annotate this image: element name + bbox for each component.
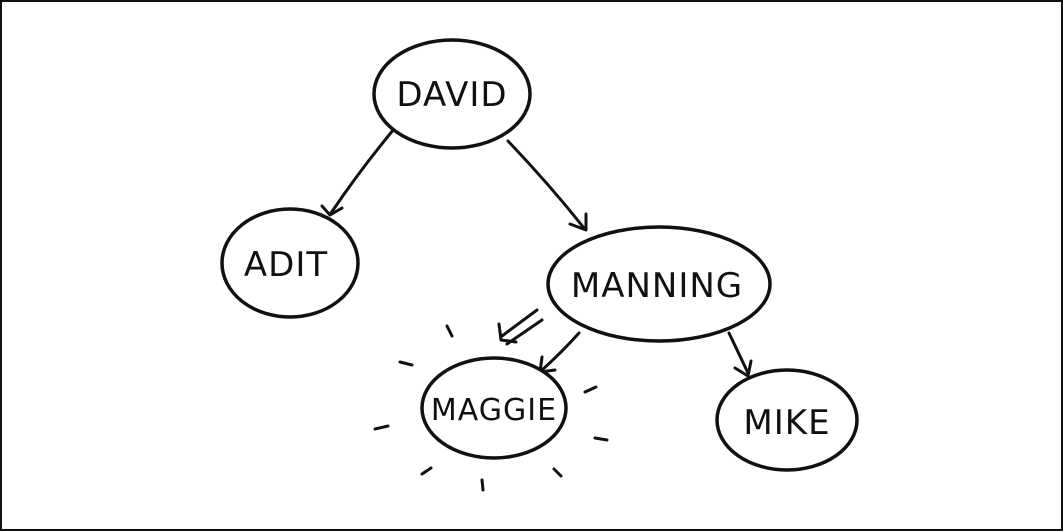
node-mike: MIKE [715,368,859,472]
burst-icon [373,324,609,492]
edge-david-manning-arrowhead [568,212,588,232]
edge-david-adit [329,127,396,215]
node-label-mike: MIKE [743,403,830,443]
double-arrow-icon [497,308,544,346]
node-david: DAVID [372,38,532,150]
node-label-adit: ADIT [244,245,328,285]
edge-david-adit-arrowhead [320,204,344,217]
highlight-marker [373,308,609,492]
node-maggie: MAGGIE [420,356,568,460]
node-label-manning: MANNING [571,266,743,306]
edge-david-manning [506,139,586,230]
node-manning: MANNING [546,225,772,343]
edge-manning-mike [727,331,750,375]
node-label-david: DAVID [396,75,507,115]
edge-manning-mike-arrowhead [733,359,753,378]
edge-manning-maggie [539,331,581,373]
node-label-maggie: MAGGIE [431,393,557,428]
node-adit: ADIT [220,207,360,319]
